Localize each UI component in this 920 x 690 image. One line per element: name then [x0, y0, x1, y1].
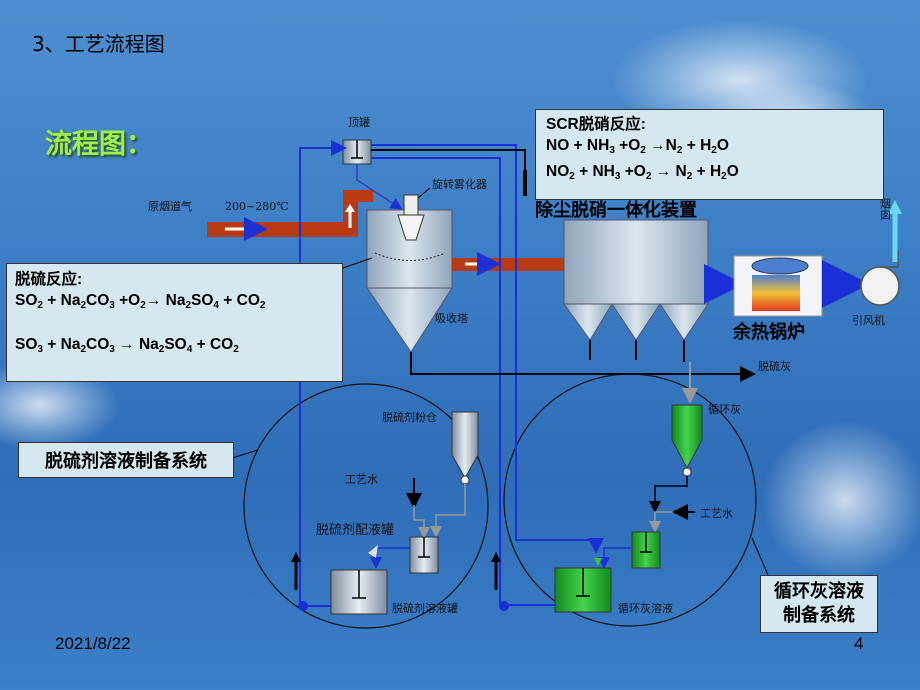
desulfurizer-system-boundary [243, 383, 489, 629]
label-raw-flue-gas: 原烟道气 [148, 199, 192, 213]
rotary-atomizer-nozzle [397, 214, 425, 241]
top-tank-mixer [351, 140, 363, 159]
integrated-unit-body [563, 219, 709, 305]
chimney-arrow-head [888, 200, 902, 214]
desulf-title: 脱硫反应: [15, 271, 83, 288]
label-desulf-ash: 脱硫灰 [758, 359, 791, 373]
scr-equation-1: NO + NH3 +O2 →N2 + H2O [546, 137, 729, 156]
transfer-line [598, 547, 632, 569]
desulfurizer-powder-bin [451, 411, 479, 480]
label-ash-solution: 循环灰溶液 [618, 601, 673, 615]
pump-icon [499, 601, 509, 611]
boiler-furnace [752, 275, 800, 311]
cloud-decoration [760, 420, 920, 580]
label-temperature: 200~280℃ [225, 200, 289, 213]
slide-page-number: 4 [854, 634, 864, 653]
mixing-transfer-line [370, 547, 410, 569]
label-top-tank: 顶罐 [348, 116, 370, 129]
label-waste-heat-boiler: 余热锅炉 [733, 322, 805, 343]
circulating-ash-hopper [671, 404, 703, 470]
absorber-tower-cone [366, 287, 453, 353]
feed-indicator [368, 545, 378, 558]
mixer-icon [576, 568, 590, 597]
scr-title: SCR脱硝反应: [546, 116, 646, 133]
desulfurizer-system-label: 脱硫剂溶液制备系统 [18, 442, 234, 478]
pipe-right-loop [515, 160, 604, 554]
label-integrated-unit: 除尘脱硝一体化装置 [535, 200, 697, 221]
hopper-valve [682, 467, 692, 477]
integrated-unit-hopper [659, 303, 709, 341]
ash-system-label: 循环灰溶液 制备系统 [760, 575, 878, 633]
process-water-right-line [649, 511, 695, 533]
spray-pattern [374, 252, 446, 261]
label-pointer [342, 257, 373, 269]
rotary-atomizer [403, 194, 419, 216]
desulf-equation-2: SO3 + Na2CO3 → Na2SO4 + CO2 [15, 336, 239, 355]
desulf-equation-1: SO2 + Na2CO3 +O2→ Na2SO4 + CO2 [15, 292, 266, 311]
label-solution-tank: 脱硫剂溶液罐 [392, 601, 458, 615]
feed-indicator [594, 558, 602, 566]
pipe-top-return [371, 144, 517, 160]
pipe-top-return-2 [371, 157, 501, 605]
top-tank-outlet [356, 164, 403, 210]
raw-flue-duct-top [343, 190, 373, 202]
mixer-icon [352, 570, 366, 599]
mixer-icon [418, 537, 430, 558]
atomizer-pointer [417, 187, 431, 199]
desulf-reaction-box: 脱硫反应: SO2 + Na2CO3 +O2→ Na2SO4 + CO2 SO3… [6, 263, 343, 382]
label-process-water-right: 工艺水 [700, 507, 733, 520]
boiler-drum [751, 257, 809, 275]
fan-outlet [880, 250, 899, 268]
pipe-black-up-head [291, 552, 301, 562]
powder-feed-line [430, 484, 466, 538]
pipe-left-loop [299, 140, 347, 605]
scr-equation-2: NO2 + NH3 +O2 → N2 + H2O [546, 163, 739, 182]
integrated-unit-hopper [611, 303, 661, 341]
label-rotary-atomizer: 旋转雾化器 [432, 177, 487, 191]
hopper-outlet [589, 340, 685, 362]
label-powder-bin: 脱硫剂粉仓 [382, 410, 437, 424]
label-chimney: 烟囱 [879, 197, 892, 220]
mixer-icon [640, 532, 652, 553]
label-absorber: 吸收塔 [435, 311, 468, 325]
slide-date: 2021/8/22 [55, 634, 131, 653]
ash-feed-line [649, 476, 688, 513]
pipe-black-right-head [491, 552, 501, 562]
label-pointer [231, 449, 259, 459]
induced-fan-icon [860, 266, 900, 306]
label-circulating-ash: 循环灰 [708, 402, 741, 416]
slide-heading: 3、工艺流程图 [32, 32, 165, 56]
integrated-unit-hopper [563, 303, 613, 341]
label-process-water-left: 工艺水 [345, 473, 378, 486]
label-induced-fan: 引风机 [852, 313, 885, 327]
flow-title: 流程图： [45, 129, 153, 160]
label-mixing-tank: 脱硫剂配液罐 [316, 523, 394, 538]
desulf-ash-line [410, 352, 756, 382]
flow-arrow-icon [345, 204, 355, 212]
bin-valve [460, 475, 470, 485]
scr-reaction-box: SCR脱硝反应: NO + NH3 +O2 →N2 + H2O NO2 + NH… [535, 109, 884, 200]
pump-icon [298, 601, 308, 611]
process-water-left-line-2 [413, 505, 430, 539]
label-pointer [751, 537, 769, 576]
